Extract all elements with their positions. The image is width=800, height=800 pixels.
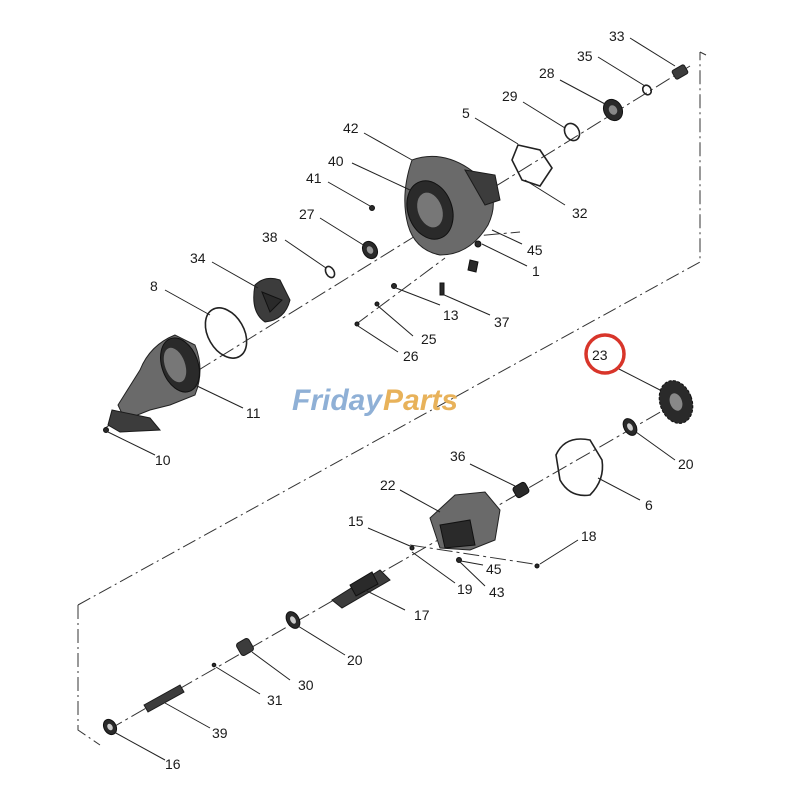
label-39: 39: [212, 725, 228, 741]
label-42: 42: [343, 120, 359, 136]
part-20-seal-lower: [285, 611, 301, 629]
label-36: 36: [450, 448, 466, 464]
label-25: 25: [421, 331, 437, 347]
label-26: 26: [403, 348, 419, 364]
label-38: 38: [262, 229, 278, 245]
part-28-bearing: [602, 98, 624, 122]
label-43: 43: [489, 584, 505, 600]
label-1: 1: [532, 263, 540, 279]
part-37-plug: [439, 282, 445, 296]
part-16-seal: [102, 718, 118, 736]
label-11: 11: [246, 405, 261, 421]
label-10: 10: [155, 452, 171, 468]
part-23-gear: [658, 380, 694, 424]
label-5: 5: [462, 105, 470, 121]
label-8: 8: [150, 278, 158, 294]
label-20-upper: 20: [678, 456, 694, 472]
label-37: 37: [494, 314, 510, 330]
label-29: 29: [502, 88, 518, 104]
label-19: 19: [457, 581, 473, 597]
part-8-oring: [204, 307, 248, 359]
part-29-oring: [563, 122, 581, 142]
part-34-impeller: [253, 277, 291, 323]
label-13: 13: [443, 307, 459, 323]
part-36-bushing: [512, 481, 530, 499]
highlight-circle: [584, 333, 626, 375]
label-6: 6: [645, 497, 653, 513]
part-45-screw-upper: [474, 240, 482, 248]
label-22: 22: [380, 477, 396, 493]
label-16: 16: [165, 756, 181, 772]
part-22-housing: [429, 491, 501, 551]
label-28: 28: [539, 65, 555, 81]
label-18: 18: [581, 528, 597, 544]
part-41-screw: [369, 205, 375, 211]
leader-lines: [107, 37, 676, 761]
label-27: 27: [299, 206, 315, 222]
label-20-lower: 20: [347, 652, 363, 668]
part-18-plug: [534, 563, 540, 569]
part-38-washer: [324, 265, 336, 279]
label-31: 31: [267, 692, 283, 708]
part-27-seal: [361, 240, 379, 260]
part-20-bearing-upper: [622, 418, 638, 436]
part-35-oring: [641, 84, 653, 96]
part-10-bolt: [103, 427, 109, 433]
label-35: 35: [577, 48, 593, 64]
watermark-text: FridayParts: [292, 384, 458, 417]
part-6-gasket: [555, 438, 604, 497]
part-39-shaft: [143, 684, 185, 713]
label-15: 15: [348, 513, 364, 529]
label-34: 34: [190, 250, 206, 266]
part-33-bushing: [671, 64, 689, 80]
highlight-callout-23: [584, 333, 626, 375]
label-45-upper: 45: [527, 242, 543, 258]
part-42-volute-housing: [404, 155, 501, 273]
label-17: 17: [414, 607, 430, 623]
part-25-26-screws: [354, 301, 380, 327]
label-23: 23: [592, 347, 608, 363]
label-41: 41: [306, 170, 322, 186]
part-13-pin: [391, 283, 397, 289]
watermark-logo: FridayParts: [292, 384, 458, 417]
label-40: 40: [328, 153, 344, 169]
part-17-drive-shaft: [331, 569, 391, 609]
label-32: 32: [572, 205, 588, 221]
part-30-bushing: [236, 638, 254, 656]
part-5-gasket: [511, 144, 553, 187]
part-31-pin: [211, 662, 217, 668]
part-11-inlet-elbow: [107, 334, 201, 433]
label-30: 30: [298, 677, 314, 693]
part-15-pin: [409, 545, 415, 551]
label-33: 33: [609, 28, 625, 44]
diagram-frame: [77, 51, 707, 746]
label-45-lower: 45: [486, 561, 502, 577]
part-number-labels: 33 35 28 29 5 42 40 41 32 27 38 45 1 34 …: [150, 28, 694, 772]
part-45-screw-lower: [456, 557, 462, 563]
